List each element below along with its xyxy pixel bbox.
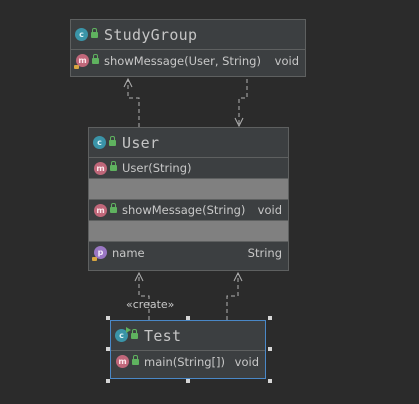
lock-icon xyxy=(74,65,79,69)
member-type: void xyxy=(257,203,282,217)
method-icon: m xyxy=(74,54,89,69)
resize-handle-s[interactable] xyxy=(186,379,190,383)
arrowhead-test-to-user xyxy=(233,271,243,282)
method-row[interactable]: m main(String[]) void xyxy=(111,351,265,372)
resize-handle-se[interactable] xyxy=(268,379,272,383)
method-icon: m xyxy=(94,161,107,175)
class-name: Test xyxy=(144,326,182,345)
class-node-test[interactable]: c Test m main(String[]) void xyxy=(110,320,266,379)
public-icon xyxy=(109,135,116,146)
public-icon xyxy=(110,203,117,213)
method-icon: m xyxy=(94,203,107,217)
resize-handle-n[interactable] xyxy=(186,316,190,320)
member-type: void xyxy=(274,53,299,68)
arrowhead-create-test-to-user xyxy=(134,271,144,282)
member-signature: showMessage(User, String) xyxy=(104,53,261,68)
member-signature: main(String[]) xyxy=(144,354,225,369)
public-icon xyxy=(91,27,98,38)
create-stereotype-label: «create» xyxy=(126,298,175,311)
member-row[interactable]: m showMessage(User, String) void xyxy=(71,50,305,71)
method-icon: m xyxy=(116,355,129,368)
member-type: void xyxy=(234,354,259,369)
class-name: StudyGroup xyxy=(104,25,198,44)
dependency-studygroup-to-user[interactable] xyxy=(238,79,248,125)
resize-handle-sw[interactable] xyxy=(106,379,110,383)
arrowhead-user-to-studygroup xyxy=(123,77,133,88)
create-dependency-test-to-user[interactable] xyxy=(138,273,150,320)
run-icon xyxy=(126,327,131,333)
section-separator xyxy=(89,179,288,200)
section-separator xyxy=(89,221,288,242)
resize-handle-nw[interactable] xyxy=(106,316,110,320)
class-header: c User xyxy=(89,128,288,158)
resize-handle-e[interactable] xyxy=(268,347,272,351)
class-name: User xyxy=(122,133,160,152)
lock-icon xyxy=(92,257,97,261)
class-header: c Test xyxy=(111,321,265,351)
member-type: String xyxy=(247,245,282,260)
member-signature: name xyxy=(112,245,145,260)
resize-handle-w[interactable] xyxy=(106,347,110,351)
field-icon: p xyxy=(92,246,107,261)
public-icon xyxy=(92,53,99,64)
method-row[interactable]: m showMessage(String) void xyxy=(89,200,288,221)
class-node-user[interactable]: c User m User(String) m showMessage(Stri… xyxy=(88,127,289,271)
resize-handle-ne[interactable] xyxy=(268,316,272,320)
runnable-class-icon: c xyxy=(115,327,131,342)
field-row[interactable]: p name String xyxy=(89,242,288,263)
class-header: c StudyGroup xyxy=(71,20,305,50)
class-icon: c xyxy=(75,28,88,41)
member-signature: showMessage(String) xyxy=(122,203,246,217)
dependency-test-to-user[interactable] xyxy=(226,273,239,320)
member-signature: User(String) xyxy=(122,161,192,175)
constructor-row[interactable]: m User(String) xyxy=(89,158,288,179)
public-icon xyxy=(131,328,138,339)
public-icon xyxy=(110,161,117,171)
dependency-user-to-studygroup[interactable] xyxy=(127,79,140,127)
public-icon xyxy=(132,354,139,365)
class-icon: c xyxy=(93,136,106,149)
arrowhead-studygroup-to-user xyxy=(234,117,244,128)
class-node-studygroup[interactable]: c StudyGroup m showMessage(User, String)… xyxy=(70,19,306,77)
